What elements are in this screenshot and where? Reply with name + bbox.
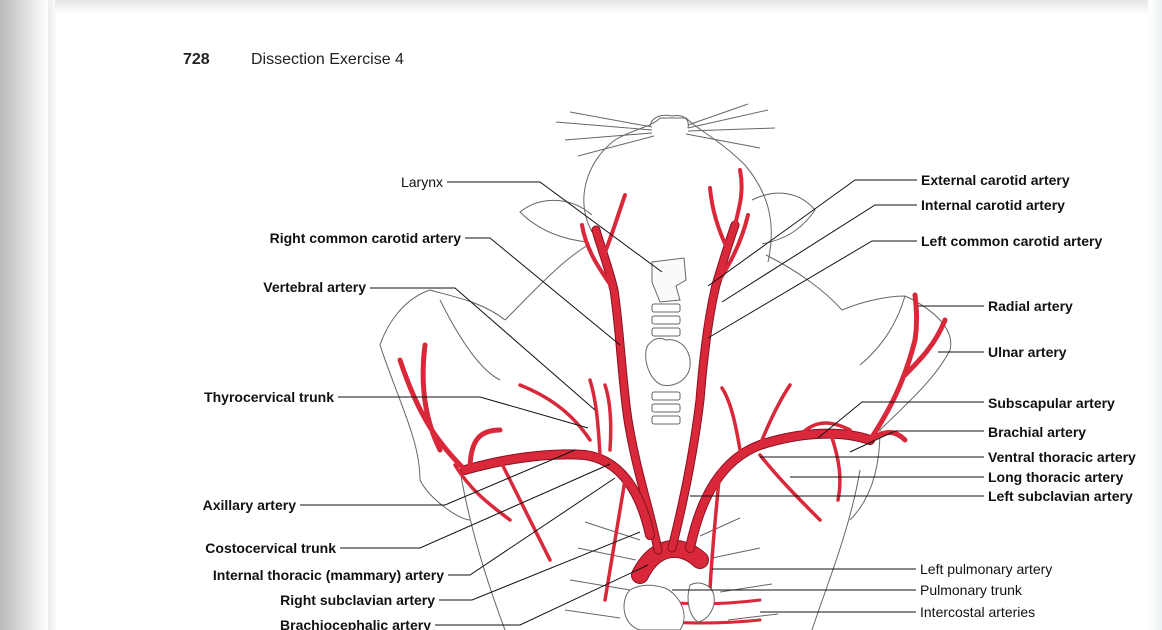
rib bbox=[565, 610, 620, 618]
label-axillary: Axillary artery bbox=[203, 497, 297, 513]
label-brachial: Brachial artery bbox=[988, 424, 1086, 440]
label-vertebral: Vertebral artery bbox=[263, 279, 366, 295]
rib bbox=[700, 518, 740, 536]
right-arm-branches bbox=[400, 345, 500, 470]
label-internal-carotid: Internal carotid artery bbox=[921, 197, 1065, 213]
label-subscapular: Subscapular artery bbox=[988, 395, 1115, 411]
larynx-shape bbox=[652, 258, 686, 302]
tracheal-ring bbox=[652, 316, 680, 324]
tracheal-ring bbox=[652, 416, 680, 424]
tracheal-ring bbox=[652, 392, 680, 400]
tracheal-ring bbox=[652, 404, 680, 412]
left-arm-lower bbox=[860, 296, 905, 365]
right-neck-branches bbox=[520, 380, 611, 455]
right-axilla-outline bbox=[440, 300, 500, 380]
leader-larynx bbox=[447, 182, 662, 272]
left-thoracic-branches bbox=[710, 455, 820, 590]
tracheal-ring bbox=[652, 328, 680, 336]
rib bbox=[720, 584, 772, 592]
leader-right-common-carotid bbox=[465, 238, 620, 345]
label-left-pulmonary: Left pulmonary artery bbox=[920, 561, 1052, 577]
label-long-thoracic: Long thoracic artery bbox=[988, 469, 1124, 485]
label-external-carotid: External carotid artery bbox=[921, 172, 1070, 188]
torso-right-side bbox=[812, 470, 860, 630]
right-ear bbox=[752, 193, 815, 244]
rib bbox=[728, 614, 778, 620]
label-radial: Radial artery bbox=[988, 298, 1073, 314]
label-right-subclavian: Right subclavian artery bbox=[280, 592, 435, 608]
leader-brachiocephalic bbox=[435, 565, 648, 625]
whiskers-left bbox=[556, 112, 654, 156]
trachea bbox=[646, 258, 690, 424]
rib bbox=[570, 580, 630, 590]
label-thyrocervical: Thyrocervical trunk bbox=[204, 389, 334, 405]
rib bbox=[712, 548, 760, 558]
leader-left-common-carotid bbox=[708, 241, 917, 338]
label-intercostal: Intercostal arteries bbox=[920, 604, 1035, 620]
label-left-common-carotid: Left common carotid artery bbox=[921, 233, 1102, 249]
thyroid-gland bbox=[646, 338, 690, 385]
torso-left-side bbox=[460, 470, 505, 630]
label-brachiocephalic: Brachiocephalic artery bbox=[280, 617, 431, 630]
label-left-subclavian: Left subclavian artery bbox=[988, 488, 1133, 504]
tracheal-ring bbox=[652, 304, 680, 312]
left-forelimb-outline bbox=[842, 296, 951, 520]
label-costocervical: Costocervical trunk bbox=[205, 540, 336, 556]
leader-costocervical bbox=[340, 464, 610, 548]
left-arm-branches bbox=[870, 295, 945, 440]
leader-internal-carotid bbox=[722, 205, 917, 302]
label-ventral-thoracic: Ventral thoracic artery bbox=[988, 449, 1136, 465]
label-ulnar: Ulnar artery bbox=[988, 344, 1067, 360]
label-pulmonary-trunk: Pulmonary trunk bbox=[920, 582, 1023, 598]
left-ear bbox=[520, 200, 592, 242]
rib bbox=[585, 522, 640, 540]
left-pulmonary-shape bbox=[688, 583, 714, 622]
right-thoracic-branches bbox=[455, 460, 550, 560]
right-internal-thoracic bbox=[605, 480, 625, 600]
label-right-common-carotid: Right common carotid artery bbox=[270, 230, 462, 246]
whiskers-right bbox=[686, 104, 775, 148]
label-larynx: Larynx bbox=[401, 174, 443, 190]
labels-left: Larynx Right common carotid artery Verte… bbox=[203, 174, 662, 630]
pulmonary-trunk-shape bbox=[624, 585, 684, 630]
label-internal-thoracic: Internal thoracic (mammary) artery bbox=[213, 567, 444, 583]
neck-right bbox=[766, 255, 842, 310]
right-forelimb-outline bbox=[380, 290, 505, 520]
